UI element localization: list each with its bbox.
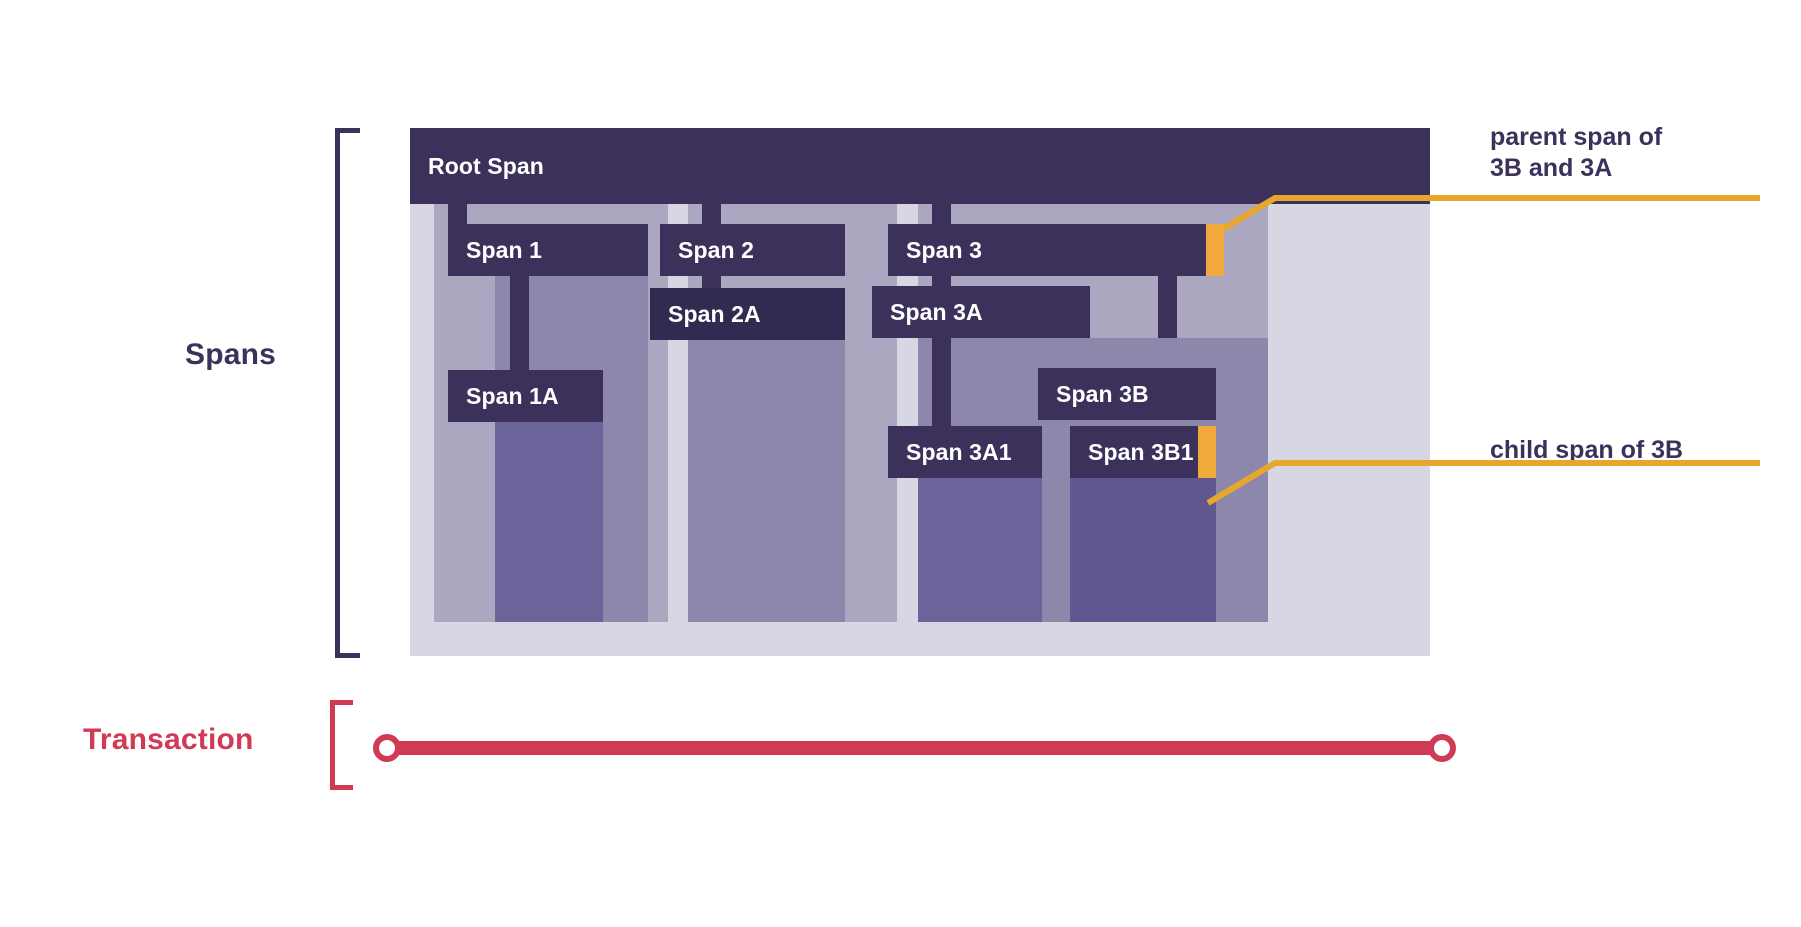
- transaction-end-handle[interactable]: [1428, 734, 1456, 762]
- span-1a-bar[interactable]: Span 1A: [448, 370, 603, 422]
- span-1-bar[interactable]: Span 1: [448, 224, 648, 276]
- transaction-bracket: [330, 700, 353, 790]
- transaction-bar[interactable]: [370, 728, 1460, 768]
- highlight-marker-parent: [1206, 224, 1224, 276]
- span-3b-label: Span 3B: [1056, 380, 1149, 407]
- span-3-label: Span 3: [906, 236, 983, 263]
- span-3a-bar[interactable]: Span 3A: [872, 286, 1090, 338]
- callout-1-leader: [1206, 195, 1760, 241]
- span-2a-duration: [688, 340, 845, 622]
- root-span-bar[interactable]: Root Span: [410, 128, 1430, 204]
- spans-label: Spans: [185, 338, 277, 371]
- callout-child-span-text: child span of 3B: [1490, 436, 1684, 464]
- highlight-marker-child: [1198, 426, 1216, 478]
- span-3a-label: Span 3A: [890, 298, 983, 325]
- stem-span1-span1a: [510, 272, 529, 402]
- stem-span3a-span3a1: [932, 334, 951, 450]
- span-3-bar[interactable]: Span 3: [888, 224, 1224, 276]
- transaction-label: Transaction: [83, 723, 254, 756]
- span-2-bar[interactable]: Span 2: [660, 224, 845, 276]
- transaction-line: [386, 741, 1441, 755]
- callout-2-leader: [1206, 460, 1760, 506]
- span-3a1-label: Span 3A1: [906, 438, 1012, 465]
- span-3b1-label: Span 3B1: [1088, 438, 1194, 465]
- span-3b1-duration: [1070, 478, 1216, 622]
- span-1a-duration: [495, 422, 603, 622]
- span-3a1-duration: [918, 478, 1044, 622]
- spans-canvas: Root Span Span 1 Span 1A Span 2 Span 2A: [410, 128, 1430, 656]
- span-3b1-bar[interactable]: Span 3B1: [1070, 426, 1216, 478]
- span-3a1-bar[interactable]: Span 3A1: [888, 426, 1044, 478]
- span-1-label: Span 1: [466, 236, 543, 263]
- span-3b-bar[interactable]: Span 3B: [1038, 368, 1216, 420]
- span-1a-label: Span 1A: [466, 382, 559, 409]
- span-2a-label: Span 2A: [668, 300, 761, 327]
- root-span-label: Root Span: [428, 152, 544, 179]
- span-2a-bar[interactable]: Span 2A: [650, 288, 845, 340]
- transaction-start-handle[interactable]: [373, 734, 401, 762]
- callout-parent-span-text: parent span of 3B and 3A: [1490, 123, 1663, 182]
- spans-bracket: [335, 128, 360, 658]
- span-2-label: Span 2: [678, 236, 755, 263]
